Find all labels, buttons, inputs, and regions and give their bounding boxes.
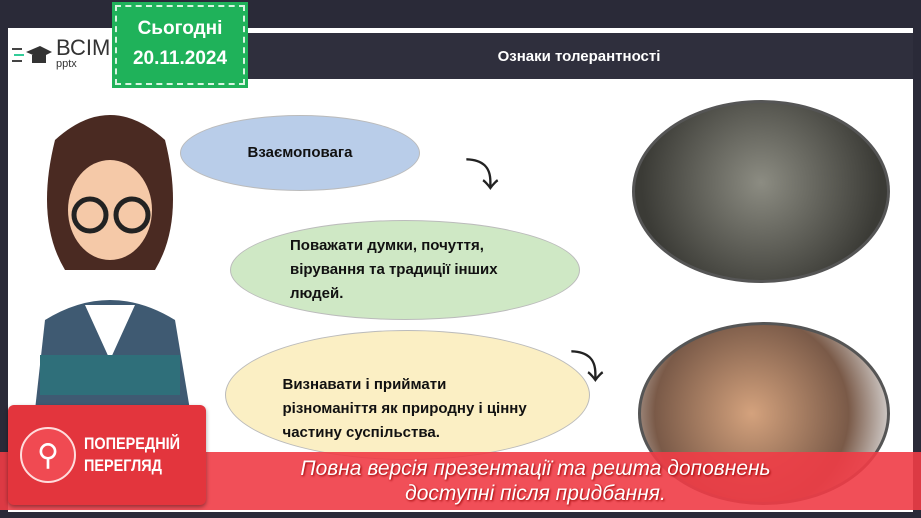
magnifier-icon: ⚲ <box>20 427 76 483</box>
speech-bubble-respect: Взаємоповага <box>180 115 420 191</box>
curved-arrow-icon: ⤵ <box>465 157 499 195</box>
banner-line1: Повна версія презентації та решта доповн… <box>300 457 771 480</box>
children-photo <box>632 100 890 283</box>
logo-subtext: pptx <box>56 58 77 70</box>
badge-label: Сьогодні <box>137 18 223 39</box>
bubble-text: Поважати думки, почуття, вірування та тр… <box>290 237 498 302</box>
speech-bubble-diversity: Визнавати і приймати різноманіття як при… <box>225 330 590 460</box>
date-badge: Сьогодні 20.11.2024 <box>112 2 248 88</box>
speech-bubble-honor: Поважати думки, почуття, вірування та тр… <box>230 220 580 320</box>
preview-line1: ПОПЕРЕДНІЙ <box>84 434 181 453</box>
badge-date: 20.11.2024 <box>132 48 228 69</box>
preview-button[interactable]: ⚲ ПОПЕРЕДНІЙ ПЕРЕГЛЯД <box>8 405 206 505</box>
slide-title: Ознаки толерантності <box>245 33 913 79</box>
banner-line2: доступні після придбання. <box>405 482 666 505</box>
bubble-text: Визнавати і приймати різноманіття як при… <box>282 376 527 441</box>
preview-line2: ПЕРЕГЛЯД <box>84 456 162 475</box>
curved-arrow-icon: ⤵ <box>570 349 604 387</box>
teacher-illustration <box>35 115 190 410</box>
logo-text: ВСІМ <box>56 35 111 60</box>
graduation-cap-icon <box>12 46 52 63</box>
